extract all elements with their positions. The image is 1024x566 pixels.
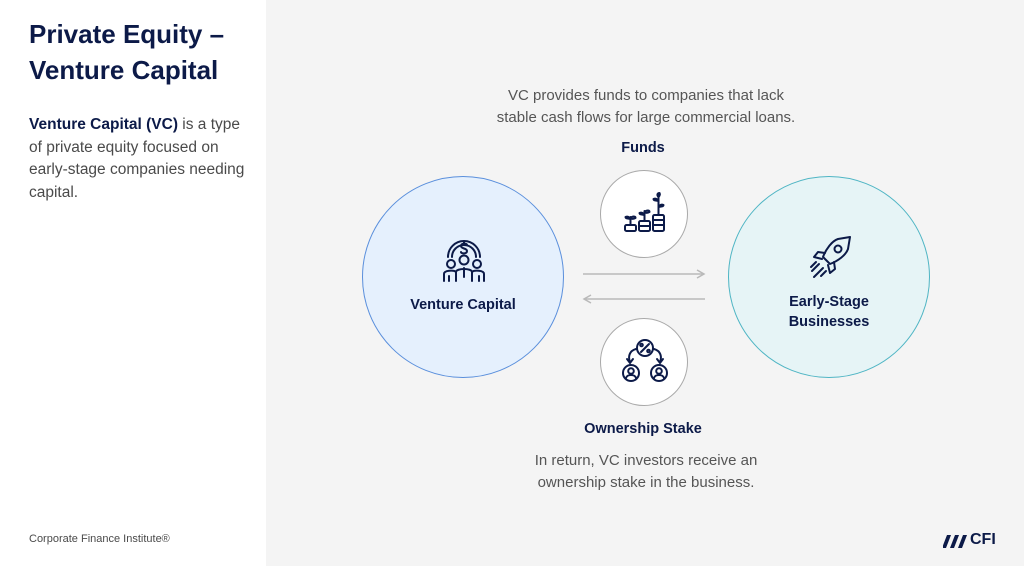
bottom-caption-line-1: In return, VC investors receive an [534, 452, 758, 469]
early-stage-businesses-label: Early-Stage Businesses [729, 292, 929, 332]
top-caption-line-2: stable cash flows for large commercial l… [496, 109, 796, 126]
title-line-2: Venture Capital [29, 55, 219, 85]
top-caption: VC provides funds to companies that lack… [446, 85, 846, 129]
page-title: Private Equity – Venture Capital [29, 16, 259, 88]
funds-circle [600, 170, 688, 258]
footer-credit: Corporate Finance Institute® [29, 533, 170, 545]
description-text: is a type of private equity focused on e… [29, 116, 245, 201]
title-line-1: Private Equity – [29, 19, 225, 49]
description: Venture Capital (VC) is a type of privat… [29, 114, 249, 204]
arrow-right-icon [583, 269, 706, 279]
percent-shared-people-icon [622, 339, 668, 382]
investors-dollar-icon [443, 240, 485, 282]
arrow-left-icon [582, 294, 705, 304]
diagram-area: VC provides funds to companies that lack… [266, 0, 1024, 566]
early-stage-label-line-2: Businesses [788, 314, 870, 330]
ownership-label: Ownership Stake [584, 421, 702, 437]
growing-plants-coins-icon [624, 192, 665, 232]
sidebar-panel: Private Equity – Venture Capital Venture… [0, 0, 266, 566]
description-term: Venture Capital (VC) [29, 116, 178, 133]
venture-capital-node: Venture Capital [362, 176, 564, 378]
cfi-logo-text: CFI [970, 531, 996, 548]
funds-label: Funds [621, 140, 665, 156]
top-caption-line-1: VC provides funds to companies that lack [508, 87, 784, 104]
bottom-caption-line-2: ownership stake in the business. [537, 474, 755, 491]
early-stage-businesses-node: Early-Stage Businesses [728, 176, 930, 378]
early-stage-label-line-1: Early-Stage [789, 294, 869, 310]
venture-capital-label: Venture Capital [410, 297, 516, 313]
bottom-caption: In return, VC investors receive an owner… [456, 450, 836, 494]
rocket-icon [810, 236, 851, 278]
cfi-stripes-icon [943, 535, 967, 548]
ownership-circle [600, 318, 688, 406]
